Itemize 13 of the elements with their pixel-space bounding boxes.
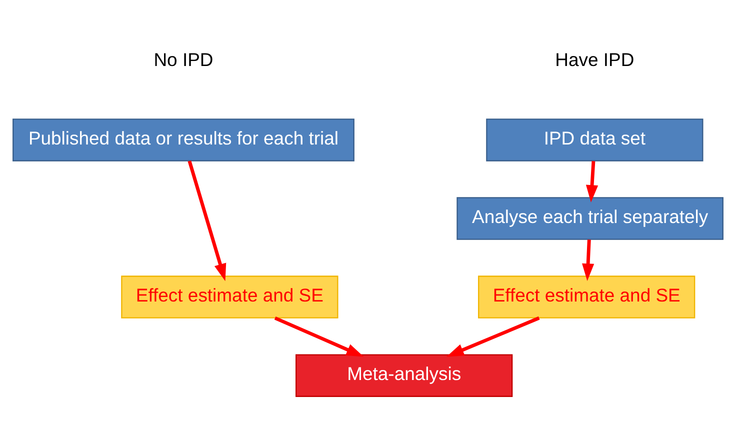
node-box: Analyse each trial separately bbox=[456, 197, 724, 240]
node-box: IPD data set bbox=[486, 118, 704, 162]
node-box: Effect estimate and SE bbox=[478, 276, 696, 318]
label: Have IPD bbox=[555, 48, 634, 70]
node-box: Published data or results for each trial bbox=[12, 118, 354, 162]
arrow bbox=[188, 160, 226, 282]
node-box: Effect estimate and SE bbox=[121, 276, 338, 318]
arrow bbox=[586, 161, 598, 202]
node-box: Meta-analysis bbox=[296, 354, 513, 397]
arrow bbox=[582, 240, 594, 281]
label: No IPD bbox=[154, 48, 214, 70]
arrow bbox=[446, 316, 540, 357]
arrow bbox=[274, 316, 364, 357]
